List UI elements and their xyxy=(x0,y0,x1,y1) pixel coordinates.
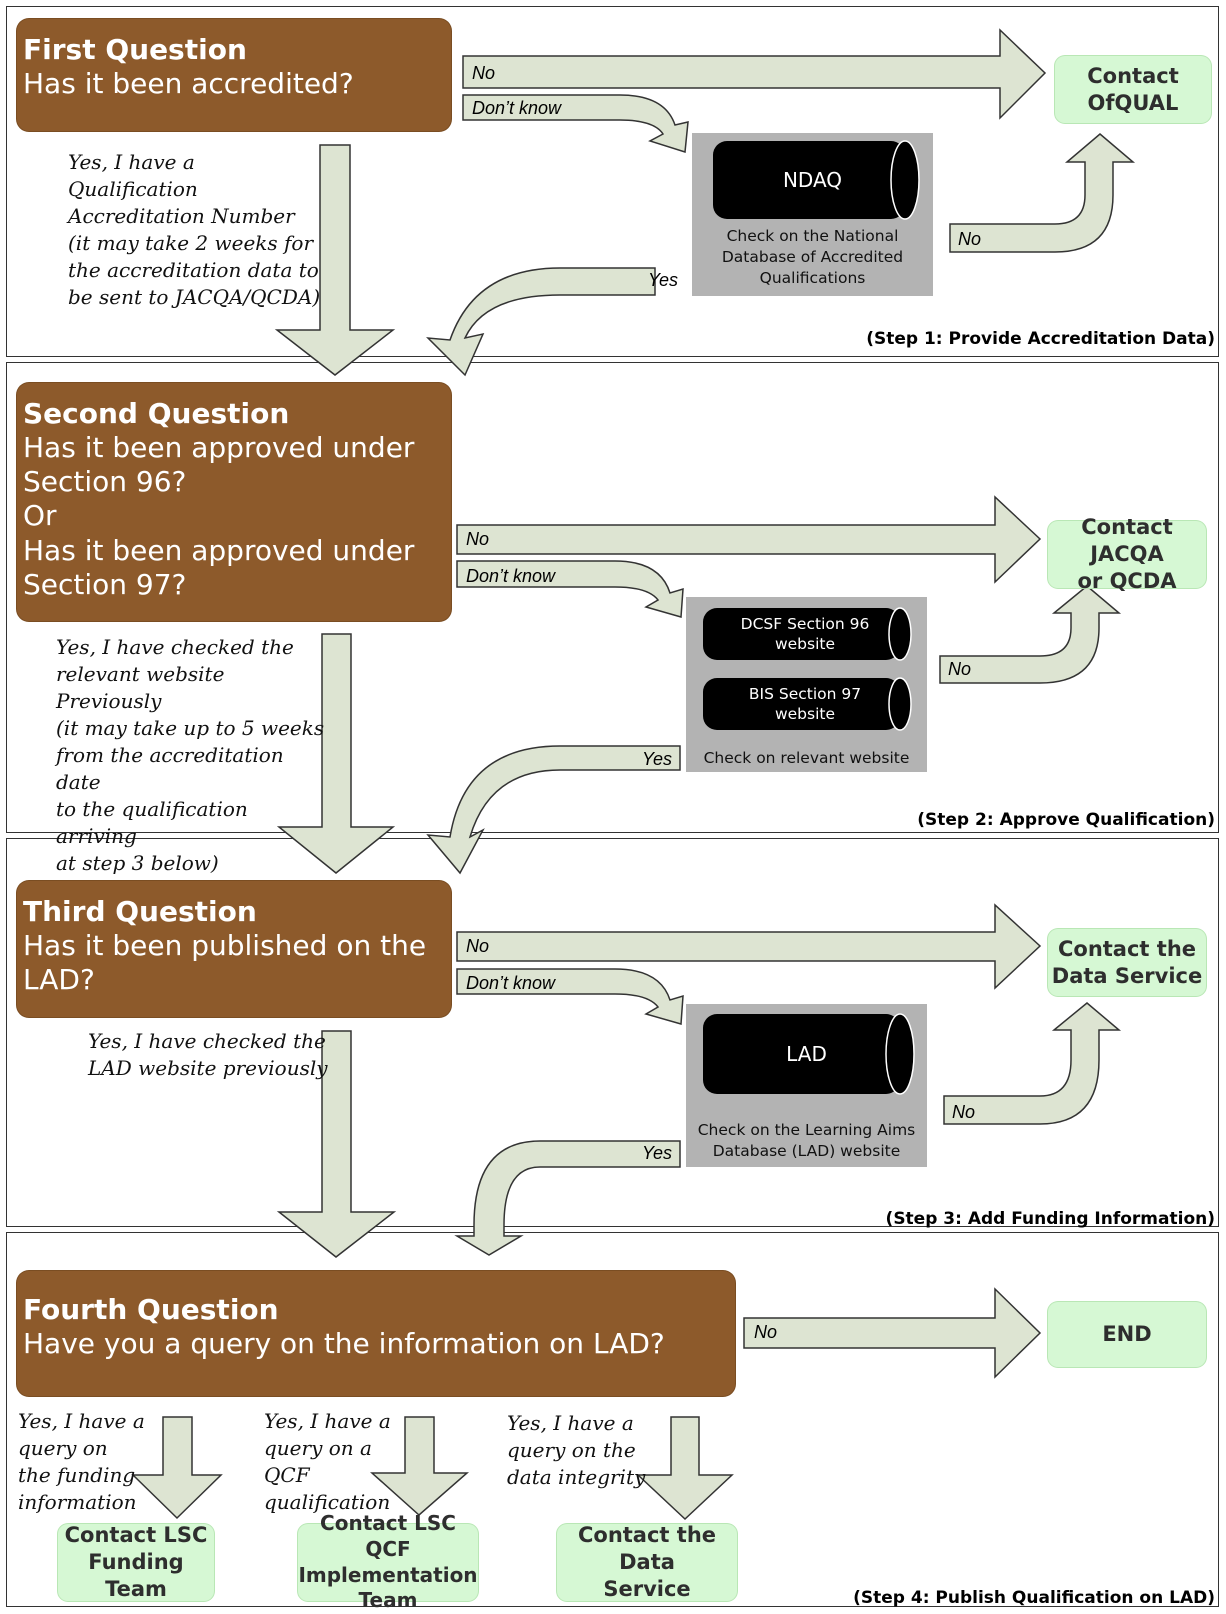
section-website-check-caption: Check on relevant website xyxy=(703,749,910,767)
arrow-branch-integrity xyxy=(636,1416,734,1521)
step-2-label: (Step 2: Approve Qualification) xyxy=(917,810,1215,830)
dont-know-label-step3: Don’t know xyxy=(466,973,556,993)
yes-note-step2: Yes, I have checked the relevant website… xyxy=(56,635,325,875)
fourth-question-box: Fourth Question Have you a query on the … xyxy=(17,1271,735,1396)
arrow-down-step2 xyxy=(276,633,396,874)
ndaq-cylinder-shape xyxy=(713,140,920,220)
dcsf-section-96-database-icon: DCSF Section 96 website xyxy=(740,614,870,653)
arrow-down-step3 xyxy=(276,1030,397,1258)
question-title: Third Question xyxy=(23,895,257,928)
yes-note-step3: Yes, I have checked the LAD website prev… xyxy=(88,1029,328,1080)
no-label-step3: No xyxy=(466,936,490,956)
question-title: Fourth Question xyxy=(23,1293,279,1326)
check-no-label-step3: No xyxy=(952,1102,976,1122)
contact-lsc-qcf-implementation-team-box: Contact LSC QCF Implementation Team xyxy=(298,1511,478,1613)
arrow-down-step1 xyxy=(274,144,396,376)
step-1-label: (Step 1: Provide Accreditation Data) xyxy=(866,329,1215,349)
arrow-dontknow-step1 xyxy=(462,94,689,153)
contact-lsc-funding-team-box: Contact LSC Funding Team xyxy=(58,1523,214,1601)
check-yes-label-step1: Yes xyxy=(648,270,679,290)
arrow-dontknow-step2 xyxy=(456,560,684,618)
end-box: END xyxy=(1048,1302,1206,1367)
arrow-no-step4 xyxy=(743,1287,1042,1379)
question-text: Has it been approved under Section 96? O… xyxy=(23,431,415,601)
bis-cylinder-shape xyxy=(703,677,912,731)
arrow-no-up-step2 xyxy=(939,585,1122,684)
arrow-branch-funding xyxy=(131,1416,223,1520)
contact-data-service-integrity-box: Contact the Data Service xyxy=(557,1523,737,1601)
arrow-no-up-step3 xyxy=(943,1002,1122,1125)
third-question-box: Third Question Has it been published on … xyxy=(17,881,451,1017)
arrow-no-step2 xyxy=(456,495,1042,584)
contact-data-service-box: Contact the Data Service xyxy=(1048,929,1206,996)
question-title: First Question xyxy=(23,33,247,66)
check-no-label-step2: No xyxy=(948,659,972,679)
bis-section-97-database-icon: BIS Section 97 website xyxy=(748,684,862,723)
second-question-box: Second Question Has it been approved und… xyxy=(17,383,451,621)
dont-know-label-step2: Don’t know xyxy=(466,566,556,586)
arrow-yes-step3 xyxy=(454,1140,681,1256)
question-title: Second Question xyxy=(23,397,290,430)
no-label-step1: No xyxy=(472,63,496,83)
dont-know-label-step1: Don’t know xyxy=(472,98,562,118)
yes-note-step1: Yes, I have a Qualification Accreditatio… xyxy=(68,150,321,309)
no-label-step4: No xyxy=(754,1322,778,1342)
arrow-no-step1 xyxy=(462,28,1047,120)
lad-check-caption: Check on the Learning Aims Database (LAD… xyxy=(697,1121,916,1160)
step-4-label: (Step 4: Publish Qualification on LAD) xyxy=(853,1588,1215,1608)
question-text: Has it been accredited? xyxy=(23,67,354,101)
ndaq-database-icon: NDAQ xyxy=(782,168,843,192)
check-no-label-step1: No xyxy=(958,229,982,249)
branch-note-funding: Yes, I have a query on the funding infor… xyxy=(18,1409,145,1514)
no-label-step2: No xyxy=(466,529,490,549)
arrow-no-step3 xyxy=(456,903,1042,990)
dcsf-cylinder-shape xyxy=(703,607,912,661)
check-yes-label-step2: Yes xyxy=(642,749,673,769)
contact-ofqual-box: Contact OfQUAL xyxy=(1055,56,1211,123)
ndaq-check-caption: Check on the National Database of Accred… xyxy=(721,227,904,287)
arrow-branch-qcf xyxy=(370,1416,469,1517)
arrow-yes-step1 xyxy=(426,267,656,377)
branch-note-integrity: Yes, I have a query on the data integrit… xyxy=(507,1411,646,1489)
lad-cylinder-shape xyxy=(703,1013,915,1095)
branch-note-qcf: Yes, I have a query on a QCF qualificati… xyxy=(264,1409,391,1514)
check-yes-label-step3: Yes xyxy=(642,1143,673,1163)
question-text: Have you a query on the information on L… xyxy=(23,1327,665,1361)
lad-database-icon: LAD xyxy=(786,1042,827,1066)
question-text: Has it been published on the LAD? xyxy=(23,929,427,997)
arrow-no-up-step1 xyxy=(949,133,1136,253)
arrow-yes-step2 xyxy=(426,745,681,875)
arrow-dontknow-step3 xyxy=(456,968,684,1025)
step-3-label: (Step 3: Add Funding Information) xyxy=(885,1209,1215,1229)
first-question-box: First Question Has it been accredited? xyxy=(17,19,451,131)
